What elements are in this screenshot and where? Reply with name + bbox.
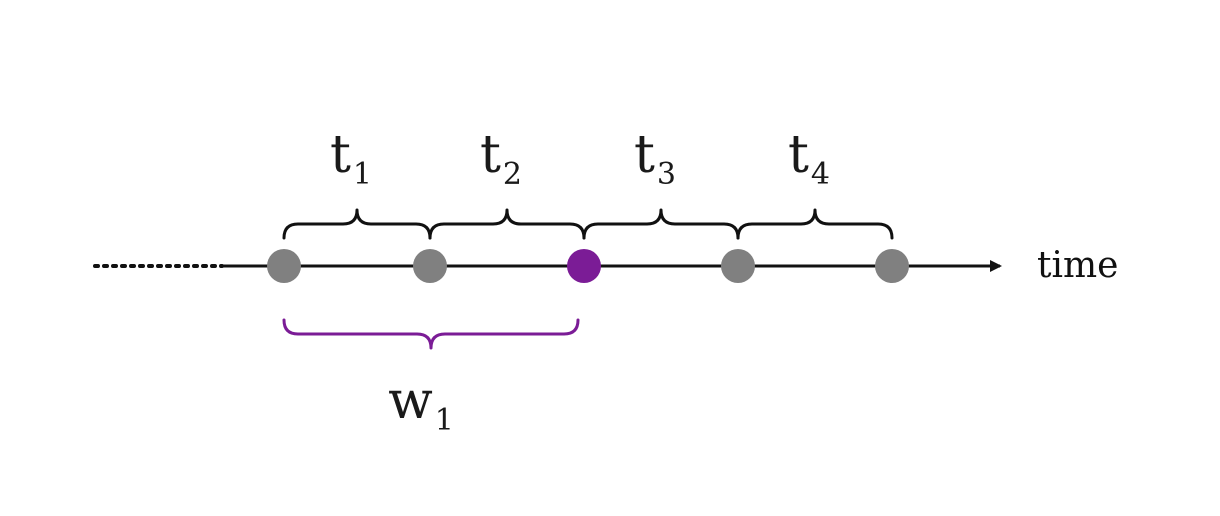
interval-label-2: t2 — [480, 125, 522, 192]
interval-label-3: t3 — [634, 125, 676, 192]
window-brace — [282, 318, 580, 350]
event-marker — [875, 249, 909, 283]
event-markers — [267, 249, 909, 283]
window-group: w1 — [282, 318, 580, 438]
interval-brace-1 — [282, 208, 432, 240]
interval-label-4: t4 — [788, 125, 830, 192]
window-label: w1 — [388, 371, 454, 438]
event-marker — [267, 249, 301, 283]
interval-brace-2 — [428, 208, 586, 240]
event-marker — [721, 249, 755, 283]
interval-labels: t1 t2 t3 t4 — [330, 125, 830, 192]
interval-braces — [282, 208, 894, 240]
event-marker — [413, 249, 447, 283]
interval-brace-4 — [736, 208, 894, 240]
interval-brace-3 — [582, 208, 740, 240]
interval-label-1: t1 — [330, 125, 372, 192]
time-axis-label: time — [1037, 245, 1118, 286]
event-marker-highlighted — [567, 249, 601, 283]
